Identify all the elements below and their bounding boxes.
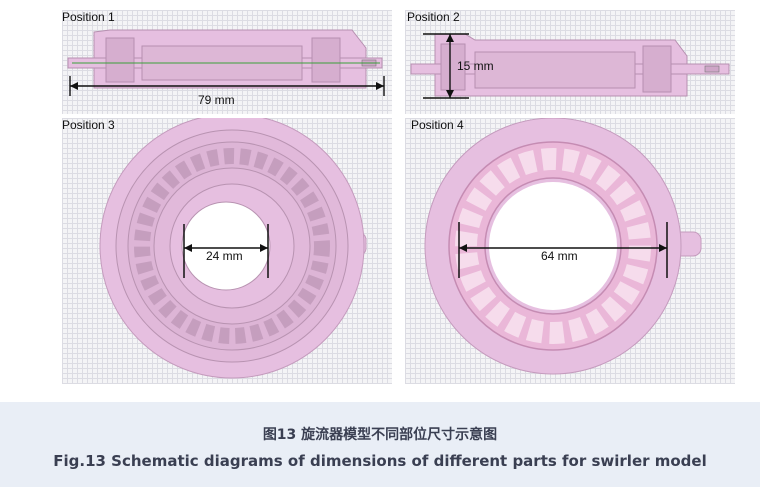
dimension-label-24mm: 24 mm xyxy=(206,249,243,263)
top-view-model-4 xyxy=(424,118,702,375)
position-1-label: Position 1 xyxy=(62,10,115,24)
side-view-model-2 xyxy=(410,33,730,99)
panel-position-4: Position 4 64 mm xyxy=(405,118,735,384)
dimension-label-79mm: 79 mm xyxy=(198,93,235,107)
position-3-label: Position 3 xyxy=(62,118,115,132)
top-view-model-3 xyxy=(99,118,367,379)
panel-position-2: Position 2 15 mm xyxy=(405,10,735,114)
caption-chinese: 图13 旋流器模型不同部位尺寸示意图 xyxy=(262,427,498,443)
center-opening xyxy=(489,182,617,310)
inner-hole xyxy=(181,201,271,291)
position-2-label: Position 2 xyxy=(407,10,460,24)
panel-position-3: Position 3 24 mm xyxy=(62,118,392,384)
dimension-label-64mm: 64 mm xyxy=(541,249,578,263)
caption-english: Fig.13 Schematic diagrams of dimensions … xyxy=(53,452,707,470)
dimension-label-15mm: 15 mm xyxy=(457,59,494,73)
panel-position-1: Position 1 79 mm xyxy=(62,10,392,114)
side-view-model-1 xyxy=(67,29,385,96)
figure-caption: 图13 旋流器模型不同部位尺寸示意图 Fig.13 Schematic diag… xyxy=(0,402,760,487)
position-4-label: Position 4 xyxy=(411,118,464,132)
